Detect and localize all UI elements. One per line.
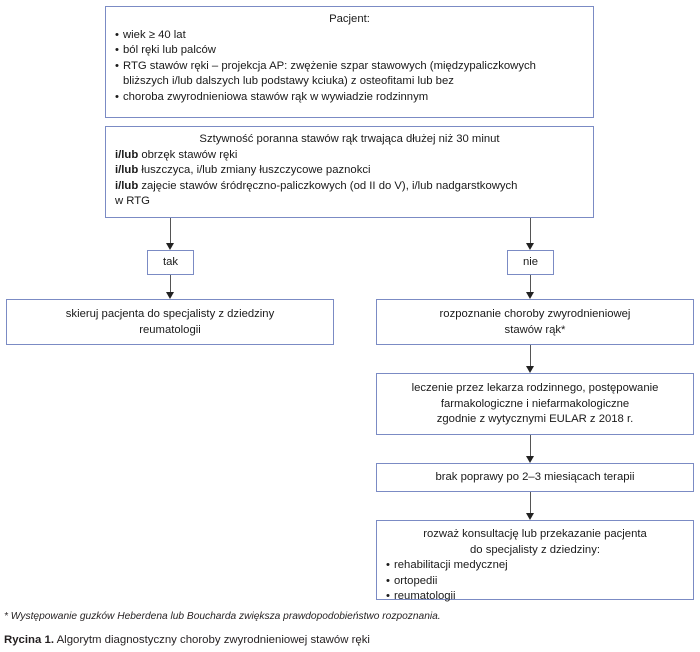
- criteria-line: i/lub obrzęk stawów ręki: [115, 148, 238, 161]
- criteria-header: Sztywność poranna stawów rąk trwająca dł…: [199, 133, 500, 145]
- referral-line: reumatologii: [139, 323, 201, 336]
- decision-no: nie: [507, 250, 554, 275]
- criteria-line-continuation: w RTG: [115, 195, 150, 208]
- list-item: reumatologii: [386, 589, 684, 605]
- no-improvement-text: brak poprawy po 2–3 miesiącach terapii: [435, 471, 635, 483]
- list-item: RTG stawów ręki – projekcja AP: zwężenie…: [115, 59, 584, 90]
- list-item: rehabilitacji medycznej: [386, 558, 684, 574]
- consult-bullet-list: rehabilitacji medycznej ortopedii reumat…: [386, 558, 684, 605]
- arrowhead-no-to-diagnosis: [526, 292, 534, 299]
- arrowhead-no-improvement-to-consult: [526, 513, 534, 520]
- criteria-prefix: i/lub: [115, 164, 139, 177]
- criteria-line: i/lub zajęcie stawów śródręczno-paliczko…: [115, 179, 518, 192]
- connector-no-improvement-to-consult: [530, 492, 531, 516]
- connector-diagnosis-to-treatment: [530, 345, 531, 369]
- figure-caption-text: Algorytm diagnostyczny choroby zwyrodnie…: [56, 634, 370, 646]
- criteria-prefix: i/lub: [115, 179, 139, 192]
- list-item: choroba zwyrodnieniowa stawów rąk w wywi…: [115, 90, 584, 106]
- node-consider-consultation: rozważ konsultację lub przekazanie pacje…: [376, 520, 694, 605]
- treatment-line: leczenie przez lekarza rodzinnego, postę…: [411, 382, 659, 394]
- criteria-line: i/lub łuszczyca, i/lub zmiany łuszczycow…: [115, 164, 371, 177]
- connector-yes-to-referral: [170, 275, 171, 296]
- node-additional-criteria: Sztywność poranna stawów rąk trwająca dł…: [105, 126, 594, 218]
- criteria-prefix: i/lub: [115, 148, 139, 161]
- list-item: ortopedii: [386, 574, 684, 590]
- patient-header: Pacjent:: [329, 13, 370, 25]
- list-item: ból ręki lub palców: [115, 43, 584, 59]
- arrowhead-diagnosis-to-treatment: [526, 366, 534, 373]
- figure-caption: Rycina 1. Algorytm diagnostyczny choroby…: [4, 633, 694, 648]
- connector-treatment-to-no-improvement: [530, 435, 531, 459]
- arrowhead-treatment-to-no-improvement: [526, 456, 534, 463]
- consult-header-line: rozważ konsultację lub przekazanie pacje…: [423, 528, 647, 540]
- diagnosis-line: rozpoznanie choroby zwyrodnieniowej: [439, 308, 631, 320]
- node-refer-to-rheumatology: skieruj pacjenta do specjalisty z dziedz…: [6, 299, 334, 345]
- node-treatment: leczenie przez lekarza rodzinnego, postę…: [376, 373, 694, 435]
- arrowhead-to-yes: [166, 243, 174, 250]
- decision-yes-label: tak: [162, 256, 179, 268]
- node-no-improvement: brak poprawy po 2–3 miesiącach terapii: [376, 463, 694, 492]
- node-patient-criteria: Pacjent: wiek ≥ 40 lat ból ręki lub palc…: [105, 6, 594, 118]
- treatment-line: zgodnie z wytycznymi EULAR z 2018 r.: [436, 413, 634, 426]
- treatment-line: farmakologiczne i niefarmakologiczne: [440, 397, 630, 410]
- diagnosis-line: stawów rąk*: [504, 323, 566, 336]
- decision-no-label: nie: [522, 256, 539, 268]
- arrowhead-yes-to-referral: [166, 292, 174, 299]
- figure-footnote: * Występowanie guzków Heberdena lub Bouc…: [4, 611, 441, 622]
- list-item: wiek ≥ 40 lat: [115, 28, 584, 44]
- figure-caption-label: Rycina 1.: [4, 634, 55, 646]
- referral-line: skieruj pacjenta do specjalisty z dziedz…: [65, 308, 275, 320]
- connector-to-yes: [170, 218, 171, 246]
- connector-no-to-diagnosis: [530, 275, 531, 296]
- patient-bullet-list: wiek ≥ 40 lat ból ręki lub palców RTG st…: [115, 28, 584, 106]
- connector-to-no: [530, 218, 531, 246]
- node-diagnosis: rozpoznanie choroby zwyrodnieniowej staw…: [376, 299, 694, 345]
- decision-yes: tak: [147, 250, 194, 275]
- arrowhead-to-no: [526, 243, 534, 250]
- consult-header-line: do specjalisty z dziedziny:: [470, 543, 600, 556]
